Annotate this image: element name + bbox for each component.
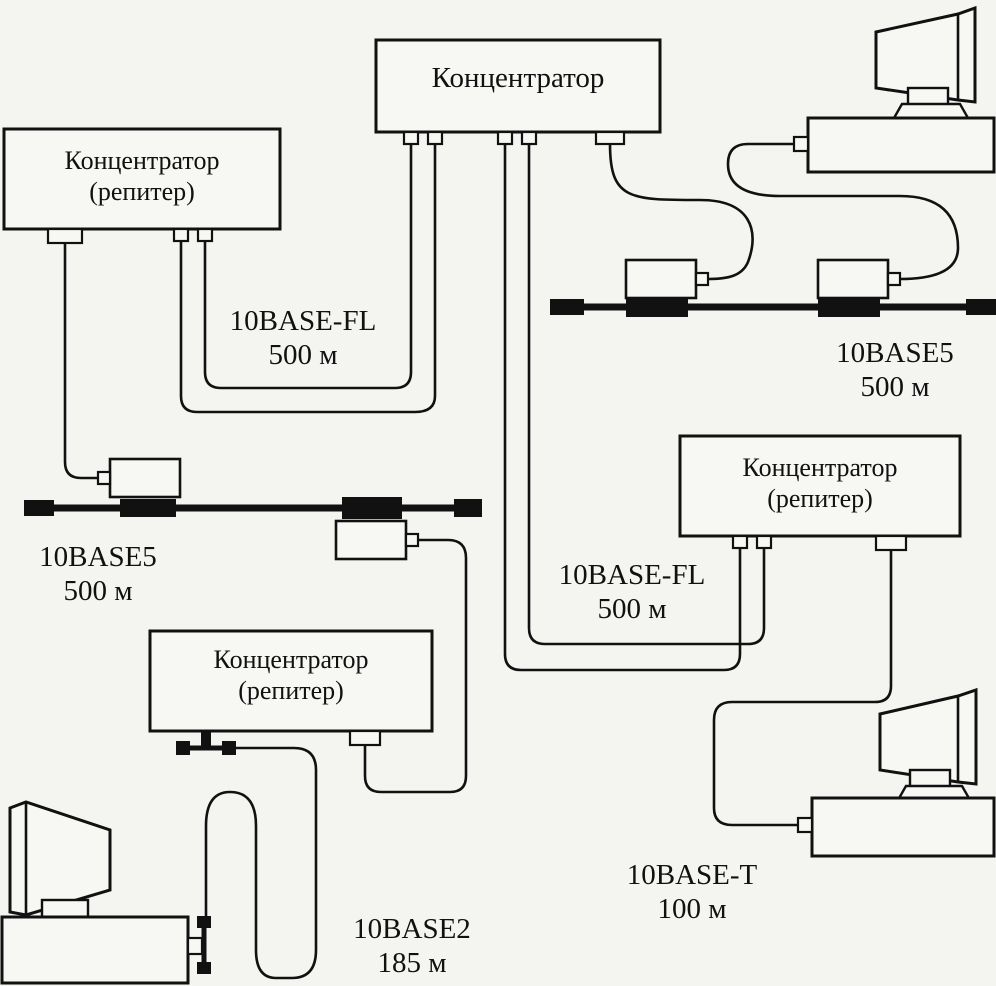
segment-label-10base2: 10BASE2 185 м xyxy=(322,912,502,980)
hub-right-title: Концентратор xyxy=(742,453,898,482)
hub-bottom-box xyxy=(148,629,434,733)
hub-left-title: Концентратор xyxy=(64,146,220,175)
segment-name: 10BASE-FL xyxy=(229,305,377,337)
segment-name: 10BASE5 xyxy=(39,541,157,573)
bnc-t-connector-icon xyxy=(176,731,236,755)
aui-cable-computer-top xyxy=(726,142,960,281)
hub-left-subtitle: (репитер) xyxy=(89,177,195,206)
hub-left-label: Концентратор (репитер) xyxy=(4,145,280,207)
hub-right-ports xyxy=(731,534,908,552)
transceiver-icon xyxy=(624,258,710,300)
transceiver-icon xyxy=(334,519,420,561)
segment-length: 185 м xyxy=(377,947,447,979)
hub-right-subtitle: (репитер) xyxy=(767,484,873,513)
aui-cable-left xyxy=(63,243,98,480)
hub-bottom-title: Концентратор xyxy=(213,645,369,674)
bnc-t-connector-icon xyxy=(197,916,211,974)
hub-left-ports xyxy=(46,227,214,245)
segment-label-b5-left: 10BASE5 500 м xyxy=(0,540,196,608)
segment-length: 100 м xyxy=(657,893,727,925)
segment-label-b5-right: 10BASE5 500 м xyxy=(800,336,990,404)
thin-coax-cable-10base2 xyxy=(204,746,318,980)
segment-length: 500 м xyxy=(860,371,930,403)
segment-name: 10BASE-FL xyxy=(558,559,706,591)
segment-name: 10BASE-T xyxy=(626,859,758,891)
segment-name: 10BASE5 xyxy=(836,337,954,369)
segment-length: 500 м xyxy=(597,593,667,625)
computer-icon xyxy=(0,800,204,985)
hub-top-label: Концентратор xyxy=(376,63,660,94)
segment-name: 10BASE2 xyxy=(353,913,471,945)
computer-icon xyxy=(792,5,996,174)
segment-label-10base-t: 10BASE-T 100 м xyxy=(592,858,792,926)
thick-coax-bus-right xyxy=(550,297,996,317)
fiber-cable-right xyxy=(503,144,766,672)
hub-bottom-ports xyxy=(348,729,382,747)
segment-label-fl-right: 10BASE-FL 500 м xyxy=(532,558,732,626)
hub-right-label: Концентратор (репитер) xyxy=(680,452,960,514)
hub-top-ports xyxy=(402,130,626,146)
hub-bottom-label: Концентратор (репитер) xyxy=(150,644,432,706)
thick-coax-bus-left xyxy=(24,497,482,519)
fiber-cable-left xyxy=(179,144,437,414)
computer-icon xyxy=(796,687,996,858)
aui-cable-hub-top xyxy=(608,143,754,281)
hub-top-box xyxy=(374,38,662,134)
aui-cable-bottom xyxy=(363,538,468,794)
transceiver-icon xyxy=(816,258,902,300)
hub-bottom-subtitle: (репитер) xyxy=(238,676,344,705)
hub-top-title: Концентратор xyxy=(431,62,605,94)
transceiver-icon xyxy=(96,457,182,499)
segment-label-fl-left: 10BASE-FL 500 м xyxy=(208,304,398,372)
segment-length: 500 м xyxy=(63,575,133,607)
segment-length: 500 м xyxy=(268,339,338,371)
hub-right-box xyxy=(678,434,962,538)
hub-left-box xyxy=(2,127,282,231)
utp-cable-10base-t xyxy=(712,550,893,827)
